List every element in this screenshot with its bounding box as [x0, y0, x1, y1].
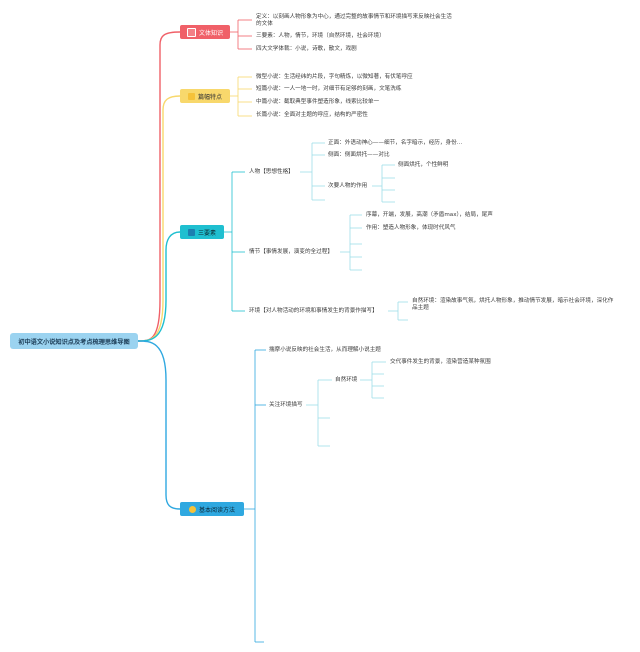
branch-three-elements[interactable]: 三要素	[180, 225, 224, 239]
branch-literary-knowledge[interactable]: 文体知识	[180, 25, 230, 39]
branch-label: 篇幅特点	[197, 93, 222, 101]
leaf-micro-novel[interactable]: 微型小说：生活经纬的片段，字句精炼，以微知著，有伏笔呼应	[256, 74, 413, 80]
leaf-short-novel[interactable]: 短篇小说：一人一地一时，对细节有足够的刻画，文笔洗练	[256, 86, 402, 92]
connector-root-b1	[137, 31, 181, 342]
leaf-three-elements-summary[interactable]: 三要素：人物，情节，环境（自然环境，社会环境）	[256, 33, 385, 39]
leaf-indirect-portrayal[interactable]: 侧面：侧面烘托——对比	[328, 152, 390, 158]
leaf-direct-portrayal[interactable]: 正面：外语动神心——细节，名字暗示，经历，身份…	[328, 140, 463, 146]
b4-children-lines	[244, 349, 266, 643]
branch-label: 三要素	[197, 229, 216, 237]
leaf-background-atmosphere[interactable]: 交代事件发生的背景，渲染营造某种氛围	[390, 359, 491, 365]
b4-grandchildren-lines	[306, 361, 386, 447]
node-environment-description[interactable]: 关注环境描写	[269, 402, 303, 408]
node-plot[interactable]: 情节【事情发展，演变的全过程】	[249, 249, 333, 255]
node-person[interactable]: 人物【思想性格】	[249, 169, 294, 175]
b3-children-lines	[224, 171, 245, 312]
branch-label: 基本阅读方法	[198, 506, 235, 514]
b2-children-lines	[230, 76, 252, 117]
connector-root-b3	[137, 231, 181, 342]
connector-root-b4	[137, 340, 181, 510]
root-topic[interactable]: 初中语文小说知识点及考点梳理思维导图	[10, 333, 138, 349]
leaf-natural-env-function[interactable]: 自然环境：渲染故事气氛，烘托人物形象，推动情节发展，暗示社会环境，深化作品主题	[412, 298, 614, 311]
leaf-definition[interactable]: 定义：以刻画人物形象为中心，通过完整的故事情节和环境描写来反映社会生活的文体	[256, 14, 452, 27]
b3-grandchildren-lines	[300, 142, 408, 321]
branch-label: 文体知识	[198, 29, 223, 37]
leaf-plot-function[interactable]: 作用：塑造人物形象，体现时代风气	[366, 225, 456, 231]
folder-icon	[187, 228, 195, 236]
branch-length-features[interactable]: 篇幅特点	[180, 89, 230, 103]
leaf-four-genres[interactable]: 四大文学体裁：小说，诗歌，散文，戏剧	[256, 46, 357, 52]
b1-children-lines	[230, 19, 252, 50]
node-environment[interactable]: 环境【对人物活动的环境和事情发生的背景作描写】	[249, 308, 378, 314]
leaf-minor-role[interactable]: 侧面烘托，个性鲜明	[398, 162, 449, 168]
smile-icon	[188, 505, 196, 513]
book-icon	[187, 92, 195, 100]
flame-icon	[186, 27, 196, 37]
leaf-long-novel[interactable]: 长篇小说：全面对主题的呼应，结构的严密性	[256, 112, 368, 118]
node-natural-environment[interactable]: 自然环境	[335, 377, 358, 383]
connector-root-b2	[137, 95, 181, 342]
branch-reading-methods[interactable]: 基本阅读方法	[180, 502, 244, 516]
node-minor-characters[interactable]: 次要人物的作用	[328, 183, 368, 189]
leaf-social-life-theme[interactable]: 揣摩小说反映的社会生活，从而理解小说主题	[269, 347, 381, 353]
leaf-medium-novel[interactable]: 中篇小说：截取典型事件塑造形象，线索比较单一	[256, 99, 380, 105]
leaf-plot-stages[interactable]: 序幕，开端，发展，高潮（矛盾max），结局，尾声	[366, 212, 493, 218]
